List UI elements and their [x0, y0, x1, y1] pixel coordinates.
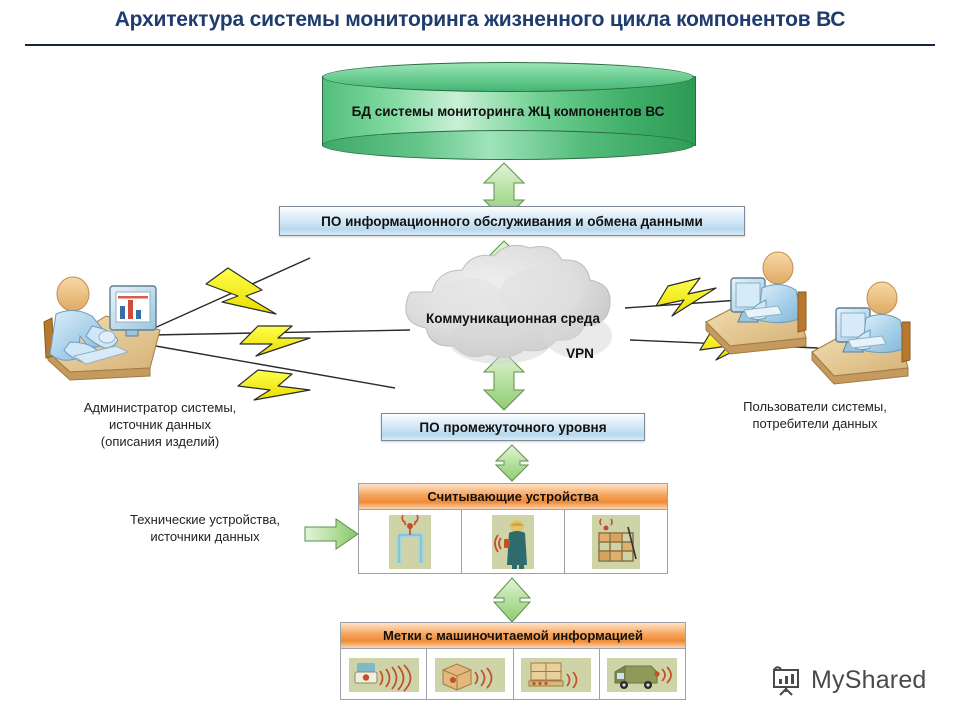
presentation-chart-icon	[773, 666, 799, 696]
gate-reader-icon	[389, 514, 431, 569]
vpn-label: VPN	[566, 346, 594, 361]
arrow-middleware-to-readers	[494, 444, 530, 482]
admin-caption-line3: (описания изделий)	[100, 434, 220, 449]
myshared-watermark: MyShared	[770, 657, 950, 703]
handheld-reader-icon	[492, 514, 534, 569]
reading-devices-cells	[359, 510, 667, 573]
shelf-reader-icon	[592, 514, 640, 569]
arrow-devices-to-readers	[304, 518, 359, 550]
admin-caption-line1: Администратор системы,	[83, 400, 237, 415]
devices-caption: Технические устройства, источники данных	[100, 511, 310, 545]
reader-cell-gate[interactable]	[359, 510, 462, 573]
info-exchange-label: ПО информационного обслуживания и обмена…	[321, 213, 703, 229]
arrow-cloud-to-middleware	[482, 351, 526, 411]
package-tag-icon	[434, 658, 505, 692]
cylinder-bottom	[322, 130, 694, 160]
title-divider	[25, 44, 935, 46]
watermark-text: MyShared	[811, 665, 927, 694]
tags-cells	[341, 649, 685, 699]
devices-caption-line1: Технические устройства,	[130, 512, 280, 527]
middleware-software-box[interactable]: ПО промежуточного уровня	[381, 413, 645, 441]
lightning-bolt-4	[655, 277, 717, 317]
tag-cell-rfid[interactable]	[341, 649, 428, 699]
page-title: Архитектура системы мониторинга жизненно…	[114, 8, 846, 31]
lightning-bolt-1	[205, 267, 277, 315]
user-workstation-icon-1	[705, 251, 807, 355]
users-caption: Пользователи системы, потребители данных	[690, 398, 940, 432]
pallet-tag-icon	[521, 658, 592, 692]
reading-devices-header: Считывающие устройства	[359, 484, 667, 510]
rfid-tag-icon	[348, 658, 419, 692]
cylinder-top	[322, 62, 694, 92]
user-workstation-icon-2	[811, 281, 911, 385]
truck-tag-icon	[607, 658, 678, 692]
tag-cell-truck[interactable]	[599, 649, 685, 699]
tag-cell-package[interactable]	[427, 649, 514, 699]
cloud-label: Коммуникационная среда	[426, 311, 600, 326]
reader-cell-rack[interactable]	[565, 510, 667, 573]
users-caption-line2: потребители данных	[752, 416, 878, 431]
admin-caption: Администратор системы, источник данных (…	[20, 399, 300, 450]
machine-readable-tags-panel: Метки с машиночитаемой информацией	[340, 622, 686, 700]
reader-cell-handheld[interactable]	[462, 510, 565, 573]
admin-caption-line2: источник данных	[108, 417, 212, 432]
devices-caption-line2: источники данных	[150, 529, 260, 544]
arrow-readers-to-tags	[492, 577, 532, 623]
lightning-bolt-2	[239, 325, 311, 357]
admin-workstation-icon	[43, 276, 161, 381]
lightning-bolt-3	[237, 369, 311, 401]
info-exchange-software-box[interactable]: ПО информационного обслуживания и обмена…	[279, 206, 745, 236]
users-caption-line1: Пользователи системы,	[743, 399, 887, 414]
database-label: БД системы мониторинга ЖЦ компонентов ВС	[351, 104, 665, 119]
database-cylinder: БД системы мониторинга ЖЦ компонентов ВС	[322, 62, 696, 160]
middleware-label: ПО промежуточного уровня	[419, 419, 607, 435]
tag-cell-pallet[interactable]	[513, 649, 600, 699]
tags-header: Метки с машиночитаемой информацией	[341, 623, 685, 649]
communication-cloud-icon	[405, 244, 612, 364]
reading-devices-panel: Считывающие устройства	[358, 483, 668, 574]
